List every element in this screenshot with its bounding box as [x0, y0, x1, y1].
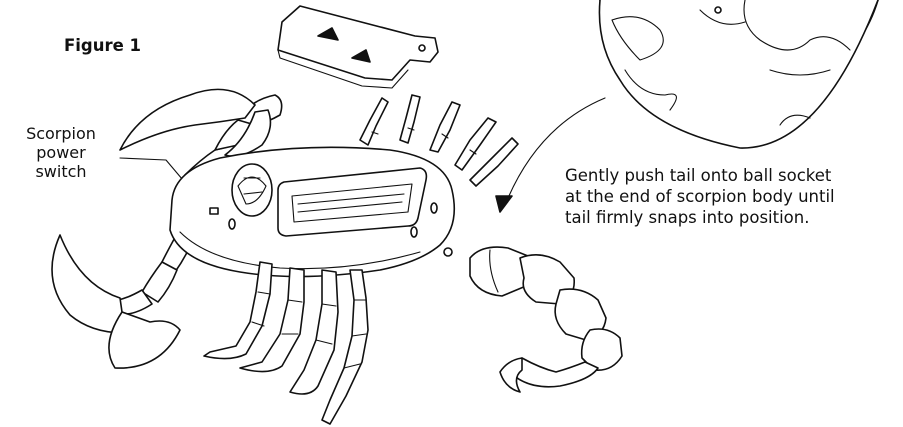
left-lower-claw-icon	[52, 232, 192, 368]
curved-arrow-icon	[496, 98, 605, 212]
battery-cover-icon	[278, 6, 438, 88]
scorpion-body-icon	[170, 147, 454, 276]
magnified-detail-icon	[599, 0, 878, 148]
scorpion-tail-icon	[470, 247, 622, 392]
lower-legs-icon	[204, 262, 368, 424]
